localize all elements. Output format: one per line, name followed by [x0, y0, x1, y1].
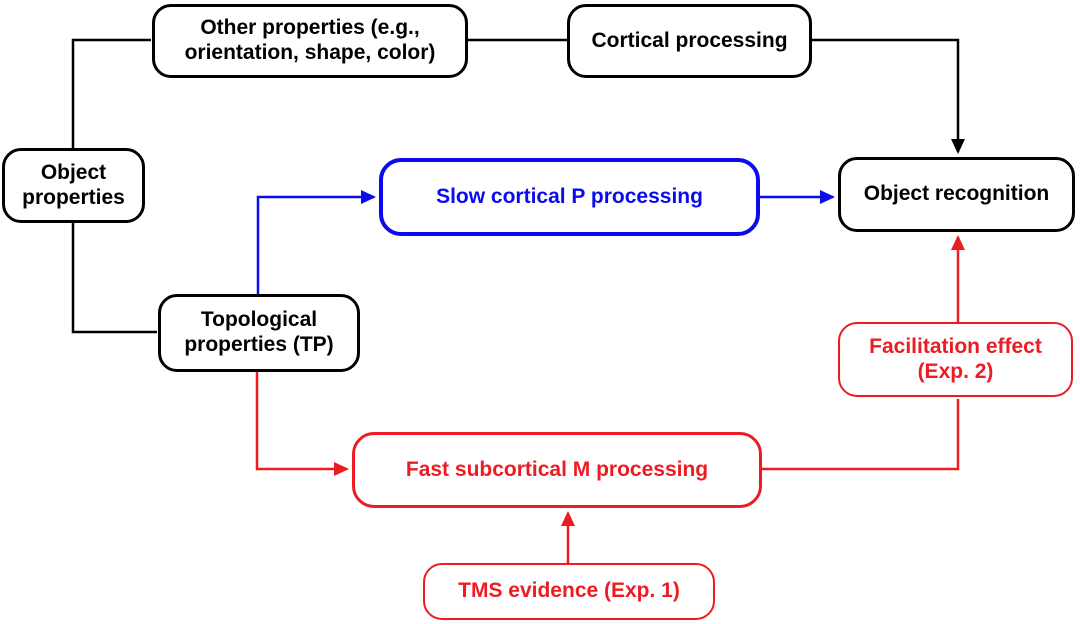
- node-cortical-processing: Cortical processing: [567, 4, 812, 78]
- node-object-recognition: Object recognition: [838, 157, 1075, 232]
- node-fast-subcortical-m-processing: Fast subcortical M processing: [352, 432, 762, 508]
- node-topological-properties: Topological properties (TP): [158, 294, 360, 372]
- edge-objprops-to-topo: [71, 223, 157, 334]
- node-slow-cortical-p-processing: Slow cortical P processing: [379, 158, 760, 236]
- edge-cortical-to-objrec-arrow: [812, 38, 965, 154]
- node-tms-evidence: TMS evidence (Exp. 1): [423, 563, 715, 620]
- edge-objprops-to-other: [71, 38, 151, 148]
- node-facilitation-effect: Facilitation effect (Exp. 2): [838, 322, 1073, 397]
- node-object-properties: Object properties: [2, 148, 145, 223]
- edge-fast-to-facilitation: [762, 399, 960, 471]
- edge-topo-to-fast-arrow: [255, 372, 349, 476]
- node-other-properties: Other properties (e.g., orientation, sha…: [152, 4, 468, 78]
- edge-topo-to-slow-arrow: [256, 190, 376, 294]
